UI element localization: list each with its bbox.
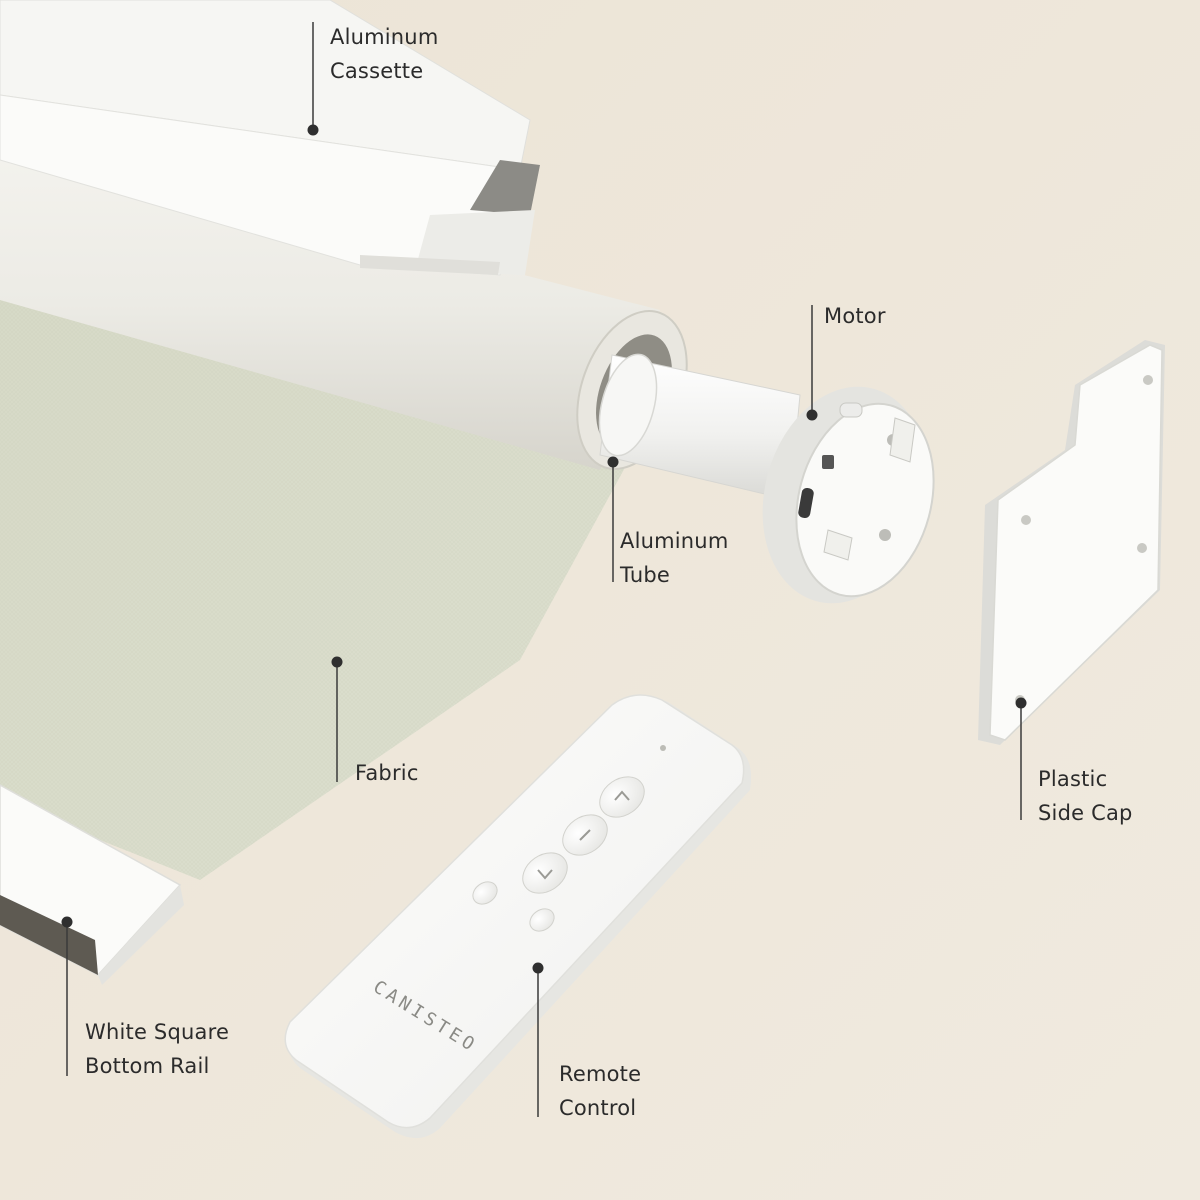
label-line: Motor <box>824 304 886 328</box>
label-line: Bottom Rail <box>85 1054 210 1078</box>
label-line: Aluminum <box>330 25 439 49</box>
remote-buttons <box>472 776 645 932</box>
label-line: Fabric <box>355 761 419 785</box>
label-aluminum-tube: Aluminum Tube <box>620 524 728 592</box>
label-line: Aluminum <box>620 529 729 553</box>
remote-control: CANISTEO <box>284 694 752 1139</box>
label-fabric: Fabric <box>355 756 419 790</box>
label-line: White Square <box>85 1020 230 1044</box>
label-line: Tube <box>620 563 670 587</box>
label-line: Plastic <box>1038 767 1108 791</box>
label-line: Control <box>559 1096 637 1120</box>
label-plastic-side-cap: Plastic Side Cap <box>1038 762 1133 830</box>
aluminum-cassette <box>0 0 540 276</box>
label-line: Cassette <box>330 59 424 83</box>
label-aluminum-cassette: Aluminum Cassette <box>330 20 438 88</box>
label-bottom-rail: White Square Bottom Rail <box>85 1015 229 1083</box>
label-line: Remote <box>559 1062 642 1086</box>
label-remote-control: Remote Control <box>559 1057 641 1125</box>
label-line: Side Cap <box>1038 801 1133 825</box>
motor-assembly <box>598 353 935 604</box>
plastic-side-cap <box>978 340 1165 745</box>
callout-lines <box>61 22 1027 1117</box>
label-motor: Motor <box>824 299 886 333</box>
bottom-rail <box>0 784 184 985</box>
fabric-panel <box>0 215 640 880</box>
